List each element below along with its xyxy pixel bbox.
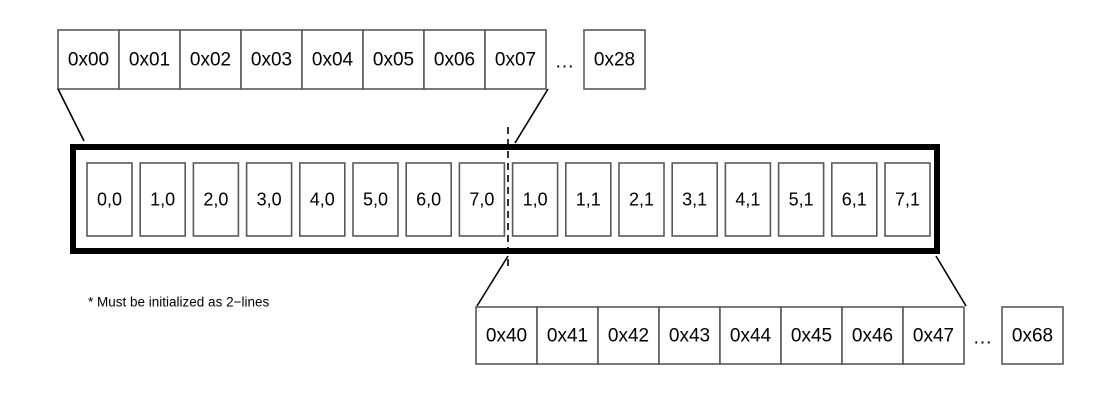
cache-10-cell xyxy=(618,162,665,237)
cache-12-cell-label: 4,1 xyxy=(735,189,760,209)
top-address-row: 0x00 0x01 0x02 0x03 0x04 0x05 0x06 0x07... 0x28 xyxy=(57,29,646,90)
connector-top-right xyxy=(514,88,549,144)
cache-7-cell-label: 7,0 xyxy=(469,189,494,209)
bottom-addr-6-cell xyxy=(841,306,904,365)
cache-9-cell-label: 1,1 xyxy=(576,189,601,209)
bottom-addr-4-cell-label: 0x44 xyxy=(730,326,772,347)
cache-3-cell xyxy=(245,162,293,237)
bottom-row-ellipsis: ... xyxy=(974,328,993,349)
cache-0-cell-label: 0,0 xyxy=(97,189,122,209)
top-addr-6-cell-label: 0x06 xyxy=(434,50,475,71)
cache-4-cell xyxy=(298,162,346,237)
bottom-addr-7-cell xyxy=(902,306,965,365)
top-addr-5-cell-label: 0x05 xyxy=(373,50,414,71)
cache-3-cell-label: 3,0 xyxy=(257,189,282,209)
cache-12-cell xyxy=(724,162,772,237)
bottom-address-row: 0x40 0x41 0x42 0x43 0x44 0x45 0x46 0x47... 0x68 xyxy=(475,306,1064,365)
cache-13-cell-label: 5,1 xyxy=(789,189,814,209)
bottom-addr-0-cell-label: 0x40 xyxy=(486,326,527,347)
bottom-addr-2-cell xyxy=(597,306,660,365)
cache-line-cells: 0,0 1,0 2,0 3,0 4,0 5,0 6,0 7,0 1,0 1,1 2,1 3,1 4,1 5… xyxy=(86,162,931,237)
top-addr-2-cell xyxy=(179,29,242,90)
initialization-note: * Must be initialized as 2−lines xyxy=(88,295,269,310)
cache-14-cell-label: 6,1 xyxy=(842,189,867,209)
cache-10-cell-label: 2,1 xyxy=(629,189,654,209)
bottom-addr-7-cell-label: 0x47 xyxy=(913,326,954,347)
top-addr-2-cell-label: 0x02 xyxy=(190,50,231,71)
top-addr-7-cell xyxy=(484,29,547,90)
cache-2-cell xyxy=(192,162,240,237)
top-addr-tail-cell-label: 0x28 xyxy=(594,50,635,71)
top-addr-6-cell xyxy=(423,29,486,90)
cache-8-cell xyxy=(511,162,559,237)
top-addr-0-cell-label: 0x00 xyxy=(68,50,109,71)
cache-13-cell xyxy=(777,162,825,237)
bottom-addr-3-cell xyxy=(658,306,721,365)
cache-11-cell xyxy=(671,162,719,237)
cache-15-cell-label: 7,1 xyxy=(895,189,920,209)
top-addr-1-cell-label: 0x01 xyxy=(129,50,170,71)
top-addr-4-cell xyxy=(301,29,364,90)
cache-8-cell-label: 1,0 xyxy=(523,189,548,209)
top-row-ellipsis: ... xyxy=(556,52,575,73)
connector-bottom-right xyxy=(935,255,967,307)
cache-5-cell-label: 5,0 xyxy=(363,189,388,209)
cache-15-cell xyxy=(884,162,931,237)
cache-2-cell-label: 2,0 xyxy=(203,189,228,209)
cache-11-cell-label: 3,1 xyxy=(682,189,707,209)
cache-0-cell xyxy=(86,162,133,237)
cache-7-cell xyxy=(458,162,506,237)
bottom-addr-6-cell-label: 0x46 xyxy=(852,326,893,347)
cache-9-cell xyxy=(564,162,612,237)
bottom-addr-2-cell-label: 0x42 xyxy=(608,326,649,347)
top-addr-3-cell-label: 0x03 xyxy=(251,50,292,71)
connector-top-left xyxy=(57,88,85,142)
bottom-addr-4-cell xyxy=(719,306,782,365)
top-addr-4-cell-label: 0x04 xyxy=(312,50,354,71)
top-addr-1-cell xyxy=(118,29,181,90)
cache-1-cell xyxy=(139,162,186,237)
top-addr-7-cell-label: 0x07 xyxy=(495,50,536,71)
cache-4-cell-label: 4,0 xyxy=(310,189,335,209)
cache-5-cell xyxy=(352,162,399,237)
bottom-addr-5-cell-label: 0x45 xyxy=(791,326,832,347)
bottom-addr-tail-cell xyxy=(1001,306,1064,365)
bottom-addr-0-cell xyxy=(475,306,538,365)
cache-1-cell-label: 1,0 xyxy=(150,189,175,209)
top-addr-5-cell xyxy=(362,29,425,90)
cache-6-cell-label: 6,0 xyxy=(416,189,441,209)
cache-14-cell xyxy=(830,162,878,237)
connector-bottom-left xyxy=(476,255,509,307)
top-addr-tail-cell xyxy=(583,29,646,90)
bottom-addr-3-cell-label: 0x43 xyxy=(669,326,710,347)
top-addr-0-cell xyxy=(57,29,120,90)
bottom-addr-tail-cell-label: 0x68 xyxy=(1012,326,1053,347)
cache-6-cell xyxy=(405,162,453,237)
bottom-addr-1-cell-label: 0x41 xyxy=(547,326,588,347)
